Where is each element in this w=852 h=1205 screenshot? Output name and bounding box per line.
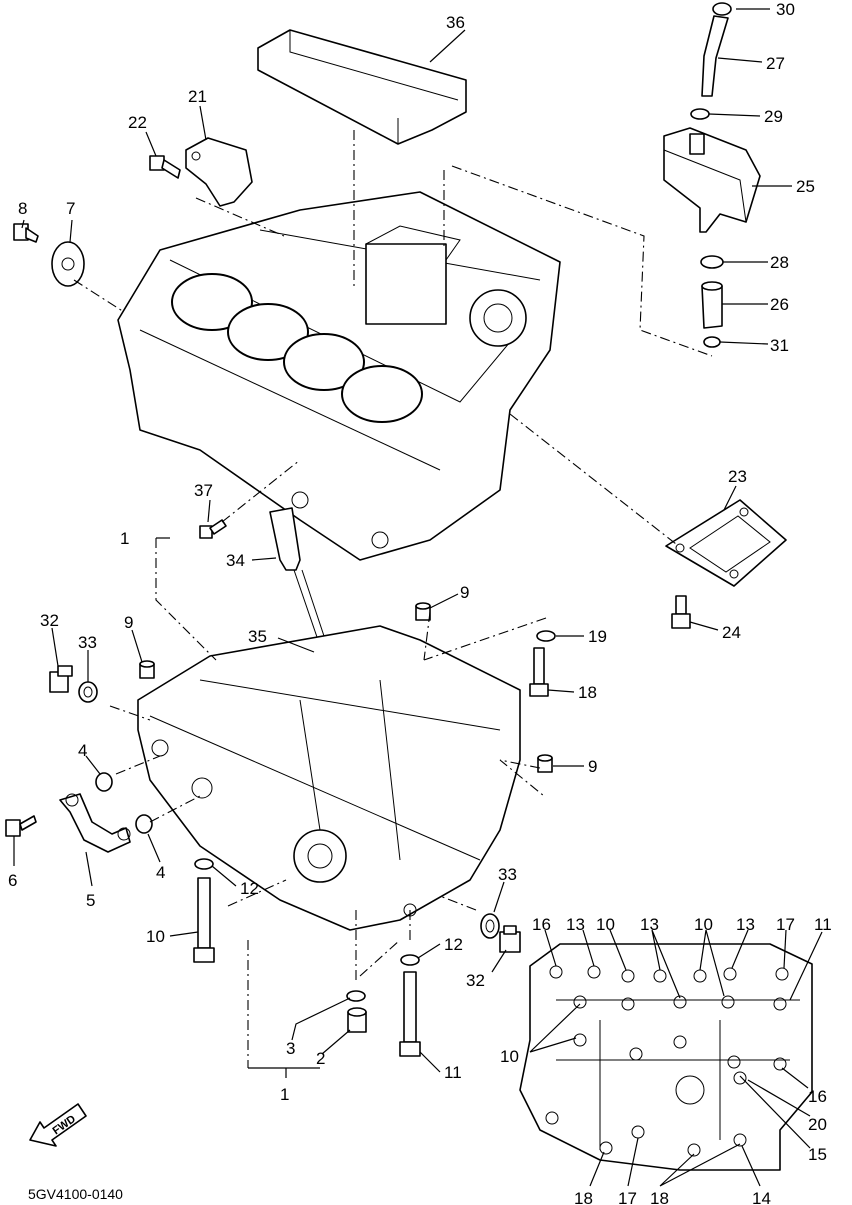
part-3-washer — [346, 990, 366, 1002]
callout-18-inset-b: 18 — [650, 1189, 669, 1205]
callout-1-upper: 1 — [120, 529, 129, 548]
callout-12-left: 12 — [240, 879, 259, 898]
part-36-cover — [257, 29, 467, 145]
callout-10-inset-a: 10 — [596, 915, 615, 934]
callout-28: 28 — [770, 253, 789, 272]
part-12-washer — [194, 858, 214, 870]
part-29-clip — [690, 108, 710, 120]
part-32-plug — [499, 925, 521, 953]
callout-15: 15 — [808, 1145, 827, 1164]
lower-crankcase — [137, 625, 521, 931]
part-9-dowel-pin — [415, 602, 431, 621]
part-22-bolt — [149, 155, 181, 179]
part-12-washer — [400, 954, 420, 966]
callout-20: 20 — [808, 1115, 827, 1134]
callout-30: 30 — [776, 0, 795, 19]
part-7-cover — [51, 241, 85, 287]
callout-3: 3 — [286, 1039, 295, 1058]
callout-11-inset: 11 — [814, 915, 832, 934]
callout-13-inset-b: 13 — [640, 915, 659, 934]
part-23-baffle-plate — [665, 499, 787, 587]
callout-29: 29 — [764, 107, 783, 126]
part-28-clip — [700, 255, 724, 269]
assembly-lines — [73, 130, 713, 1068]
callout-33-left: 33 — [78, 633, 97, 652]
part-4-o-ring — [95, 772, 113, 792]
callout-35: 35 — [248, 627, 267, 646]
callout-17-inset-top: 17 — [776, 915, 795, 934]
callout-7: 7 — [66, 199, 75, 218]
callout-18-inset-a: 18 — [574, 1189, 593, 1205]
part-19-washer — [536, 630, 556, 642]
callout-4-upper: 4 — [78, 741, 87, 760]
part-25-breather-box — [663, 127, 761, 233]
part-31-clip — [703, 336, 721, 348]
callout-14: 14 — [752, 1189, 771, 1205]
part-18-bolt — [529, 647, 549, 697]
callout-12-right: 12 — [444, 935, 463, 954]
callout-37: 37 — [194, 481, 213, 500]
fwd-direction-arrow-icon: FWD — [29, 1103, 87, 1147]
part-33-gasket — [78, 681, 98, 703]
part-37-bolt — [199, 519, 227, 539]
callout-32-right: 32 — [466, 971, 485, 990]
inset-bolt-layout-view — [519, 943, 813, 1171]
callout-31: 31 — [770, 336, 789, 355]
callout-6: 6 — [8, 871, 17, 890]
callout-34: 34 — [226, 551, 245, 570]
part-9-dowel-pin — [139, 660, 155, 679]
callout-27: 27 — [766, 54, 785, 73]
leader-lines — [13, 8, 823, 1187]
upper-crankcase — [117, 191, 561, 561]
callout-4-lower: 4 — [156, 863, 165, 882]
part-8-bolt — [13, 223, 39, 243]
callout-16-inset-top: 16 — [532, 915, 551, 934]
callout-16-inset-right: 16 — [808, 1087, 827, 1106]
part-9-dowel-pin — [537, 754, 553, 773]
callout-9-left: 9 — [124, 613, 133, 632]
part-30-clamp — [712, 2, 732, 16]
callout-36: 36 — [446, 13, 465, 32]
part-10-bolt — [193, 877, 215, 963]
callout-24: 24 — [722, 623, 741, 642]
part-27-hose — [701, 15, 729, 97]
callout-10-inset-c: 10 — [500, 1047, 519, 1066]
part-21-bracket — [185, 137, 253, 207]
callout-18-main: 18 — [578, 683, 597, 702]
callout-26: 26 — [770, 295, 789, 314]
part-33-gasket — [480, 913, 500, 939]
callout-1-lower: 1 — [280, 1085, 289, 1104]
part-4-o-ring — [135, 814, 153, 834]
callout-10-main: 10 — [146, 927, 165, 946]
callout-19: 19 — [588, 627, 607, 646]
callout-9-right: 9 — [588, 757, 597, 776]
part-34-oil-level-sensor — [269, 507, 325, 641]
callout-32-left: 32 — [40, 611, 59, 630]
callout-2: 2 — [316, 1049, 325, 1068]
callout-8: 8 — [18, 199, 27, 218]
callout-13-inset-c: 13 — [736, 915, 755, 934]
part-11-bolt — [399, 971, 421, 1057]
callout-13-inset-a: 13 — [566, 915, 585, 934]
diagram-code: 5GV4100-0140 — [28, 1186, 123, 1202]
part-5-oil-pipe — [59, 793, 131, 853]
part-24-bolt — [671, 595, 691, 629]
callout-23: 23 — [728, 467, 747, 486]
callout-11-main: 11 — [444, 1063, 462, 1082]
part-32-plug — [49, 665, 73, 693]
callout-10-inset-b: 10 — [694, 915, 713, 934]
callout-22: 22 — [128, 113, 147, 132]
callout-5: 5 — [86, 891, 95, 910]
callout-17-inset-bottom: 17 — [618, 1189, 637, 1205]
callout-33-right: 33 — [498, 865, 517, 884]
callout-labels: 36 30 27 29 25 28 26 31 21 22 8 7 23 37 … — [8, 0, 832, 1205]
callout-9-top: 9 — [460, 583, 469, 602]
part-26-hose — [701, 281, 723, 329]
callout-21: 21 — [188, 87, 207, 106]
part-2-plug — [347, 1007, 367, 1033]
part-6-bolt — [5, 815, 37, 837]
callout-25: 25 — [796, 177, 815, 196]
